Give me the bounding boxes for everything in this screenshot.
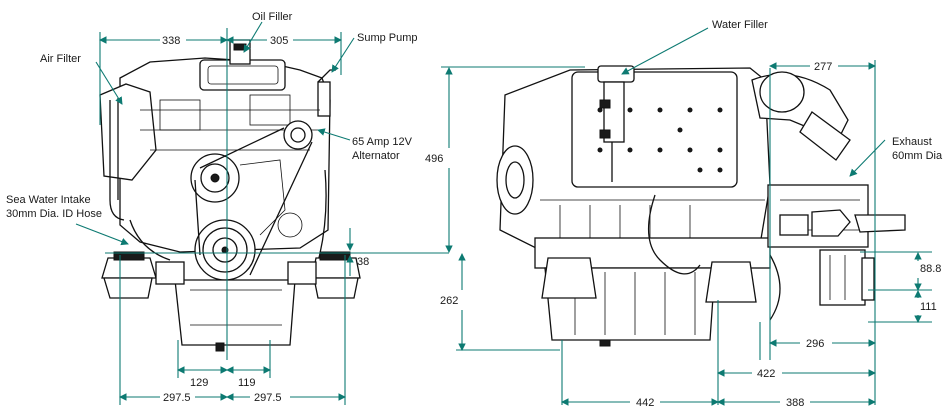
front-dimension-values: 338 305 38 129 119 297.5 297.5 (162, 35, 369, 404)
sea-water-intake-label-line2: 30mm Dia. ID Hose (6, 208, 102, 220)
side-labels: Water Filler Exhaust 60mm Dia (712, 19, 943, 162)
exhaust-label-line1: Exhaust (892, 136, 932, 148)
alternator-label-line2: Alternator (352, 150, 400, 162)
dim-262: 262 (440, 295, 458, 307)
sump-pump-label: Sump Pump (357, 32, 418, 44)
dim-305: 305 (270, 35, 288, 47)
alternator-label-line1: 65 Amp 12V (352, 136, 413, 148)
front-dimensions (75, 21, 449, 405)
dim-422: 422 (757, 368, 775, 380)
sea-water-intake-label-line1: Sea Water Intake (6, 194, 91, 206)
dim-88-8: 88.8 (920, 263, 941, 275)
exhaust-label-line2: 60mm Dia (892, 150, 943, 162)
oil-filler-label: Oil Filler (252, 11, 293, 23)
dim-119: 119 (238, 377, 256, 389)
dim-496: 496 (425, 153, 443, 165)
dim-111: 111 (920, 301, 937, 313)
front-view-engine (99, 39, 361, 352)
dim-297-5-right: 297.5 (254, 392, 282, 404)
side-dimensions (441, 27, 932, 406)
dim-296: 296 (806, 338, 824, 350)
dim-297-5-left: 297.5 (163, 392, 191, 404)
dim-338: 338 (162, 35, 180, 47)
dim-277: 277 (814, 61, 832, 73)
front-labels: Oil Filler Sump Pump Air Filter 65 Amp 1… (6, 11, 418, 220)
air-filter-label: Air Filter (40, 53, 81, 65)
dim-388: 388 (786, 397, 804, 408)
dim-129: 129 (190, 377, 208, 389)
side-dimension-values: 277 496 262 88.8 111 296 422 442 388 (425, 61, 941, 408)
water-filler-label: Water Filler (712, 19, 768, 31)
dim-38: 38 (357, 256, 369, 268)
dim-442: 442 (636, 397, 654, 408)
side-view-engine (496, 65, 906, 347)
